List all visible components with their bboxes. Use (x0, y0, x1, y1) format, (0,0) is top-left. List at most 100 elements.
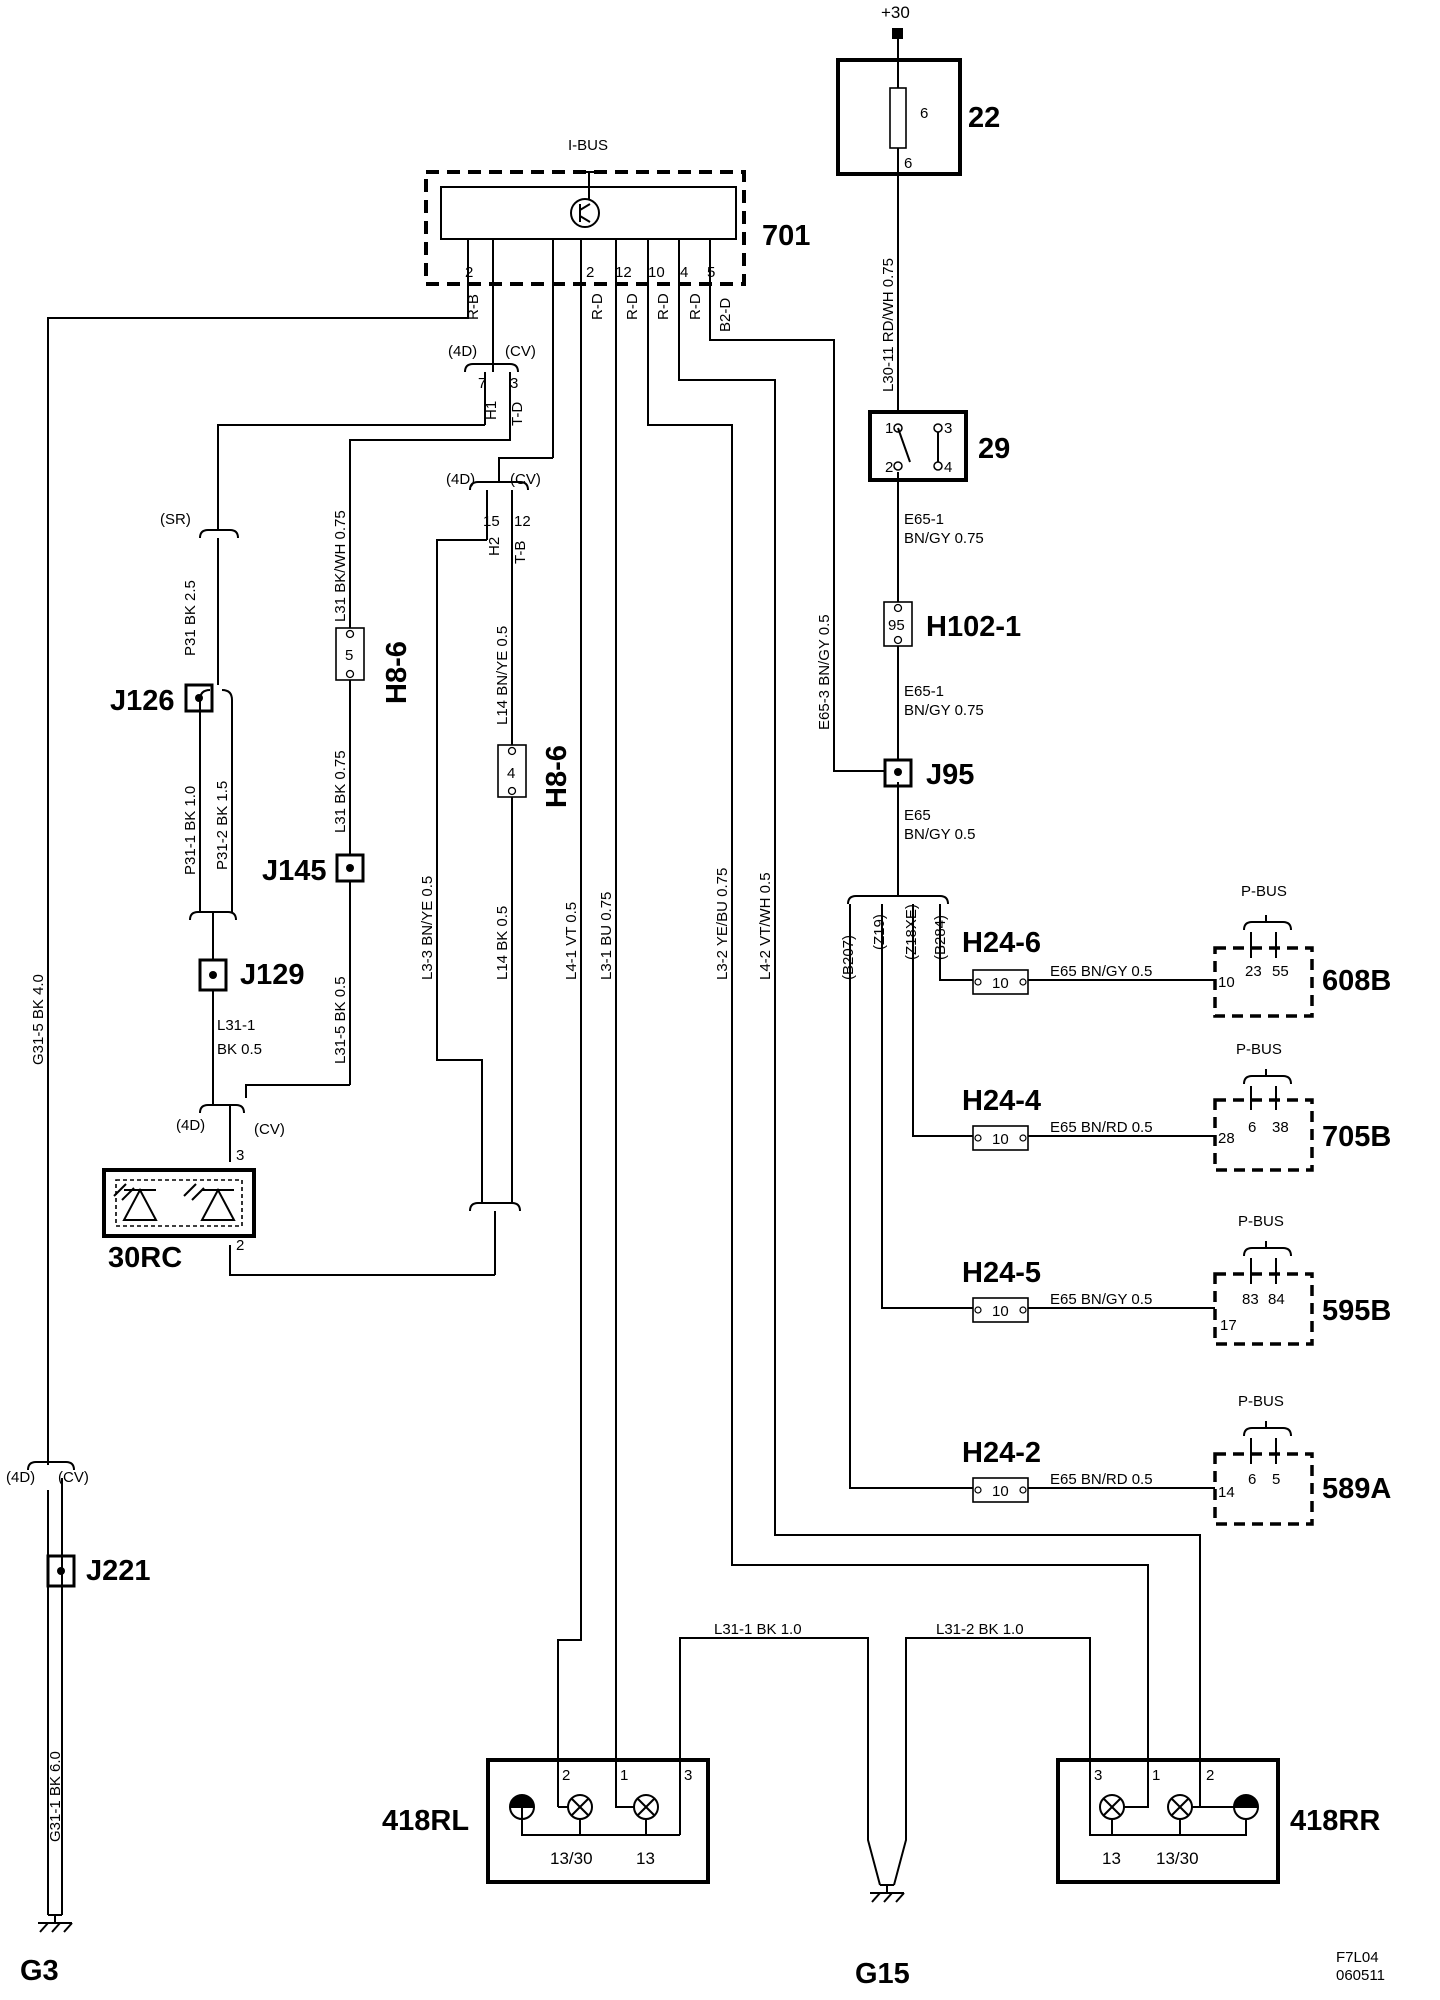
h24-6-group: 10 H24-6 E65 BN/GY 0.5 10 23 55 P-BUS 60… (962, 883, 1391, 1018)
module-out-rd-4: R-D (687, 293, 704, 320)
h8-6-b-pin: 4 (507, 765, 515, 782)
module-out-rd-3: R-D (655, 293, 672, 320)
splice-j126: J126 (110, 683, 214, 717)
wire-l3-3: L3-3 BN/YE 0.5 (419, 876, 436, 980)
wire-l31-1-bottom: L31-1 BK 1.0 (714, 1621, 802, 1638)
ground-g3-label: G3 (20, 1955, 59, 1987)
wire-l3-2: L3-2 YE/BU 0.75 (714, 868, 731, 980)
wire-l14-bnye: L14 BN/YE 0.5 (494, 626, 511, 725)
595b-label: 595B (1322, 1295, 1391, 1327)
conn-h1-pin: 7 (478, 375, 486, 392)
variant-4d-4: (4D) (176, 1117, 205, 1134)
589a-bus-label: P-BUS (1238, 1393, 1284, 1410)
wire-g31-1: G31-1 BK 6.0 (47, 1751, 64, 1842)
power-terminal (892, 28, 903, 39)
variant-cv-1: (CV) (505, 343, 536, 360)
module-out-rd-2: R-D (624, 293, 641, 320)
splice-j145: J145 (262, 853, 365, 887)
595b-pin-in: 17 (1220, 1317, 1237, 1334)
module-701: I-BUS 701 2 2 12 10 4 5 R-B R-D R-D R-D … (424, 137, 810, 332)
wire-p31: P31 BK 2.5 (182, 580, 199, 656)
connector-h8-6-b: 4 H8-6 (497, 744, 573, 808)
608b-bus-pin-2: 55 (1272, 963, 1289, 980)
variant-4d-3: (4D) (6, 1469, 35, 1486)
relay-pin-3: 3 (944, 420, 952, 437)
wire-l31-1-b: BK 0.5 (217, 1041, 262, 1058)
h24-6-wire: E65 BN/GY 0.5 (1050, 963, 1152, 980)
wiring (27, 28, 1215, 1933)
595b-bus-pin-1: 83 (1242, 1291, 1259, 1308)
wire-e65-1-b1: E65-1 (904, 683, 944, 700)
module-out-rd-1: R-D (589, 293, 606, 320)
fuse-pin-bottom: 6 (904, 155, 912, 172)
variant-b284: (B284) (932, 915, 949, 960)
module-pin-12: 12 (615, 264, 632, 281)
h24-2-wire: E65 BN/RD 0.5 (1050, 1471, 1153, 1488)
variant-4d-1: (4D) (448, 343, 477, 360)
705b-label: 705B (1322, 1121, 1391, 1153)
h24-5-pin: 10 (992, 1303, 1009, 1320)
conn-tb-code: T-B (512, 541, 529, 564)
wire-l4-2: L4-2 VT/WH 0.5 (757, 872, 774, 980)
fuse-label: 22 (968, 102, 1000, 134)
j126-label: J126 (110, 685, 175, 717)
589a-pin-in: 14 (1218, 1484, 1235, 1501)
relay-pin-1: 1 (885, 420, 893, 437)
wire-e65-a: E65 (904, 807, 931, 824)
h24-4-wire: E65 BN/RD 0.5 (1050, 1119, 1153, 1136)
589a-bus-pin-2: 5 (1272, 1471, 1280, 1488)
fuse-22: 6 6 22 (836, 58, 1000, 176)
wire-e65-1-a2: BN/GY 0.75 (904, 530, 984, 547)
module-pin-2b: 2 (586, 264, 594, 281)
lamp-418rl: 2 1 3 13/30 13 418RL (382, 1758, 710, 1884)
wire-p31-2: P31-2 BK 1.5 (214, 781, 231, 870)
418rr-pin-2: 2 (1206, 1767, 1214, 1784)
595b-bus-pin-2: 84 (1268, 1291, 1285, 1308)
conn-h1-code: H1 (483, 401, 500, 420)
h8-6-b-label: H8-6 (541, 745, 573, 808)
h24-6-pin: 10 (992, 975, 1009, 992)
589a-bus-pin-1: 6 (1248, 1471, 1256, 1488)
589a-label: 589A (1322, 1473, 1391, 1505)
wire-p31-1: P31-1 BK 1.0 (182, 786, 199, 875)
wire-l14-bk: L14 BK 0.5 (494, 906, 511, 980)
608b-bus-pin-1: 23 (1245, 963, 1262, 980)
lamp-418rr: 3 1 2 13 13/30 418RR (1056, 1758, 1380, 1884)
705b-bus-pin-1: 6 (1248, 1119, 1256, 1136)
splice-j129: J129 (198, 958, 305, 992)
relay-29: 1 3 2 4 29 (868, 410, 1010, 482)
30rc-label: 30RC (108, 1242, 182, 1274)
module-bus-label: I-BUS (568, 137, 608, 154)
variant-z19: (Z19) (871, 914, 888, 950)
conn-h2-pin: 15 (483, 513, 500, 530)
418rl-pin-3: 3 (684, 1767, 692, 1784)
h24-5-group: 10 H24-5 E65 BN/GY 0.5 17 83 84 P-BUS 59… (962, 1213, 1391, 1346)
module-pin-10: 10 (648, 264, 665, 281)
wire-e65-1-b2: BN/GY 0.75 (904, 702, 984, 719)
wire-l31-1-a: L31-1 (217, 1017, 255, 1034)
h102-label: H102-1 (926, 611, 1021, 643)
705b-bus-pin-2: 38 (1272, 1119, 1289, 1136)
wire-l31-2-bottom: L31-2 BK 1.0 (936, 1621, 1024, 1638)
variant-z18xe: (Z18XE) (903, 904, 920, 960)
module-label: 701 (762, 220, 810, 252)
705b-bus-label: P-BUS (1236, 1041, 1282, 1058)
doc-code: F7L04 (1336, 1949, 1379, 1966)
418rr-pin-3: 3 (1094, 1767, 1102, 1784)
wire-g31-5: G31-5 BK 4.0 (30, 974, 47, 1065)
h24-5-wire: E65 BN/GY 0.5 (1050, 1291, 1152, 1308)
608b-pin-in: 10 (1218, 974, 1235, 991)
conn-tb-pin: 12 (514, 513, 531, 530)
variant-sr: (SR) (160, 511, 191, 528)
splice-j221: J221 (46, 1554, 151, 1588)
power-label: +30 (881, 3, 910, 22)
j145-label: J145 (262, 855, 327, 887)
wire-l31-bkwh: L31 BK/WH 0.75 (332, 510, 349, 622)
relay-label: 29 (978, 433, 1010, 465)
relay-pin-4: 4 (944, 459, 952, 476)
418rr-bulb-1: 13 (1102, 1849, 1121, 1868)
connector-h102-1: 95 H102-1 (883, 601, 1021, 647)
variant-b207: (B207) (840, 935, 857, 980)
j221-label: J221 (86, 1555, 151, 1587)
splice-j95: J95 (883, 758, 974, 791)
